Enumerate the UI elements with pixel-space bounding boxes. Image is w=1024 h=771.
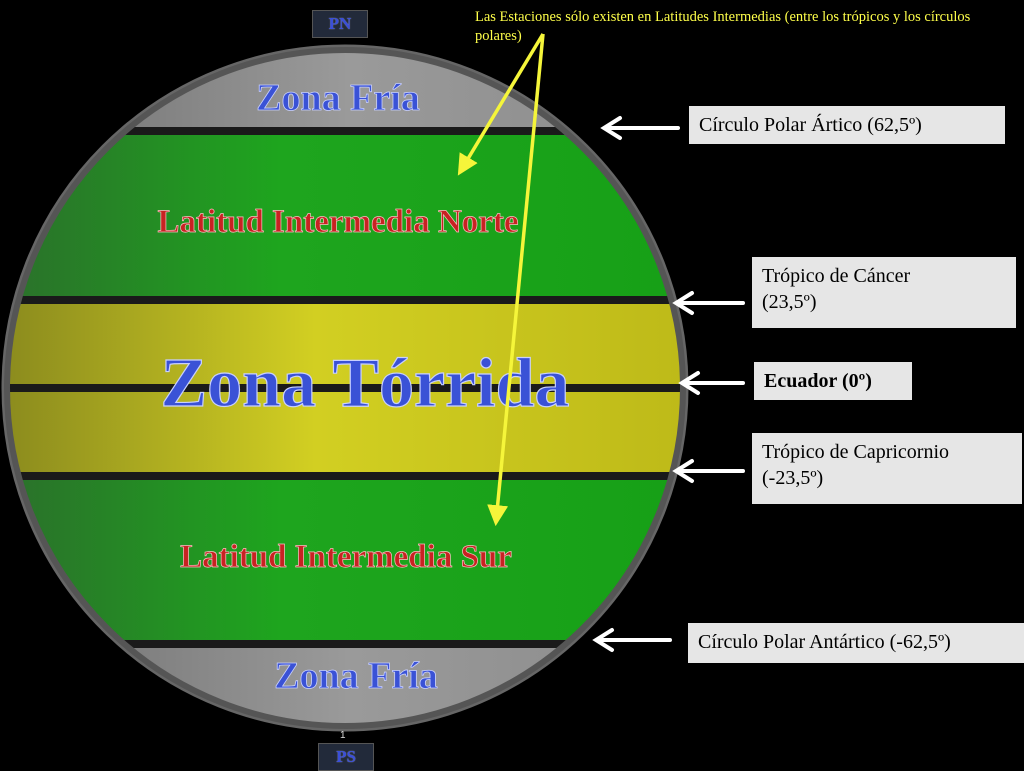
- arctic-circle-line: [7, 127, 683, 135]
- band-temperate-north: [7, 130, 683, 300]
- zone-temperate-north-label: Latitud Intermedia Norte: [157, 204, 518, 240]
- equator-line: [7, 384, 683, 392]
- south-pole-tag: PS: [318, 743, 374, 771]
- arrow-capricorn: [672, 459, 745, 483]
- yellow-arrow-north: [457, 33, 545, 176]
- seasons-note: Las Estaciones sólo existen en Latitudes…: [475, 9, 971, 44]
- label-tropic-cancer-line2: (23,5º): [762, 291, 817, 313]
- antarctic-circle-line: [7, 640, 683, 648]
- zone-cold-north-label: Zona Fría: [256, 77, 420, 119]
- yellow-arrow-south: [487, 33, 545, 527]
- label-tropic-capricorn: Trópico de Capricornio (-23,5º): [752, 433, 1022, 504]
- white-arrows: [592, 116, 745, 652]
- page-number: 1: [340, 730, 346, 741]
- arrow-antarctic: [592, 628, 672, 652]
- label-equator: Ecuador (0º): [754, 362, 912, 400]
- label-tropic-capricorn-line2: (-23,5º): [762, 467, 824, 489]
- arrow-cancer: [672, 291, 745, 315]
- north-pole-tag: PN: [312, 10, 368, 38]
- zone-temperate-south-label: Latitud Intermedia Sur: [180, 539, 512, 575]
- tropic-cancer-line: [7, 296, 683, 304]
- label-antarctic-circle: Círculo Polar Antártico (-62,5º): [688, 623, 1024, 663]
- zone-cold-south-label: Zona Fría: [274, 655, 438, 697]
- arrow-arctic: [600, 116, 680, 140]
- arrow-equator: [678, 371, 745, 395]
- globe-edge: [4, 47, 686, 729]
- label-tropic-cancer-line1: Trópico de Cáncer: [762, 265, 911, 287]
- label-arctic-circle: Círculo Polar Ártico (62,5º): [689, 106, 1005, 144]
- label-tropic-cancer: Trópico de Cáncer (23,5º): [752, 257, 1016, 328]
- label-tropic-capricorn-line1: Trópico de Capricornio: [762, 441, 950, 463]
- tropic-capricorn-line: [7, 472, 683, 480]
- band-temperate-south: [7, 476, 683, 644]
- zone-torrid-label: Zona Tórrida: [160, 345, 569, 422]
